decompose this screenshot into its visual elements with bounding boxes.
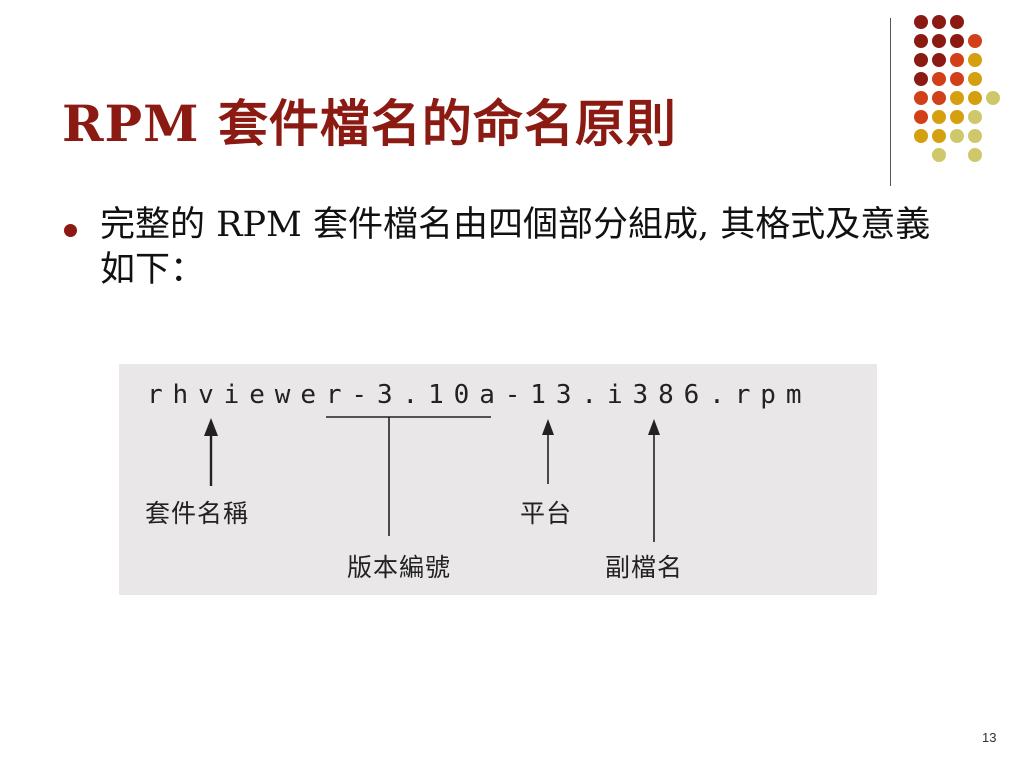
decor-dot (950, 91, 964, 105)
decor-dot (932, 15, 946, 29)
decor-dot (914, 129, 928, 143)
decor-dot (932, 34, 946, 48)
decor-divider (890, 18, 891, 186)
decor-dot (932, 110, 946, 124)
decor-dot (968, 91, 982, 105)
bullet-marker (64, 224, 77, 237)
decor-dot (932, 72, 946, 86)
decor-dot (932, 129, 946, 143)
label-version: 版本編號 (347, 553, 452, 582)
decor-dot (968, 53, 982, 67)
annotation-arrows (204, 416, 660, 542)
decor-dot (950, 53, 964, 67)
decor-dot (968, 34, 982, 48)
decor-dot (950, 34, 964, 48)
label-extension: 副檔名 (605, 553, 684, 582)
decor-dot (968, 129, 982, 143)
decor-dot (968, 148, 982, 162)
decor-dot (950, 129, 964, 143)
label-package-name: 套件名稱 (145, 499, 250, 528)
decor-dot (914, 53, 928, 67)
bullet-item: 完整的 RPM 套件檔名由四個部分組成, 其格式及意義如下： (62, 203, 942, 293)
decor-dot (914, 34, 928, 48)
decor-dot (914, 15, 928, 29)
decor-dot (968, 72, 982, 86)
decor-dot (950, 15, 964, 29)
decor-dot (986, 91, 1000, 105)
decor-dot (914, 72, 928, 86)
bullet-text: 完整的 RPM 套件檔名由四個部分組成, 其格式及意義如下： (100, 205, 931, 290)
decor-dot (932, 91, 946, 105)
slide-title: RPM 套件檔名的命名原則 (62, 94, 677, 153)
page-number: 13 (982, 730, 997, 745)
rpm-filename-figure: rhviewer-3.10a-13.i386.rpm 套件名稱 平台 版本編號 … (119, 364, 877, 595)
decor-dot (950, 110, 964, 124)
rpm-filename: rhviewer-3.10a-13.i386.rpm (147, 380, 812, 410)
label-platform: 平台 (520, 499, 573, 528)
decor-dot (950, 72, 964, 86)
decor-dot (932, 148, 946, 162)
decor-dot (932, 53, 946, 67)
decor-dot (914, 91, 928, 105)
decor-dot (968, 110, 982, 124)
decor-dot (914, 110, 928, 124)
